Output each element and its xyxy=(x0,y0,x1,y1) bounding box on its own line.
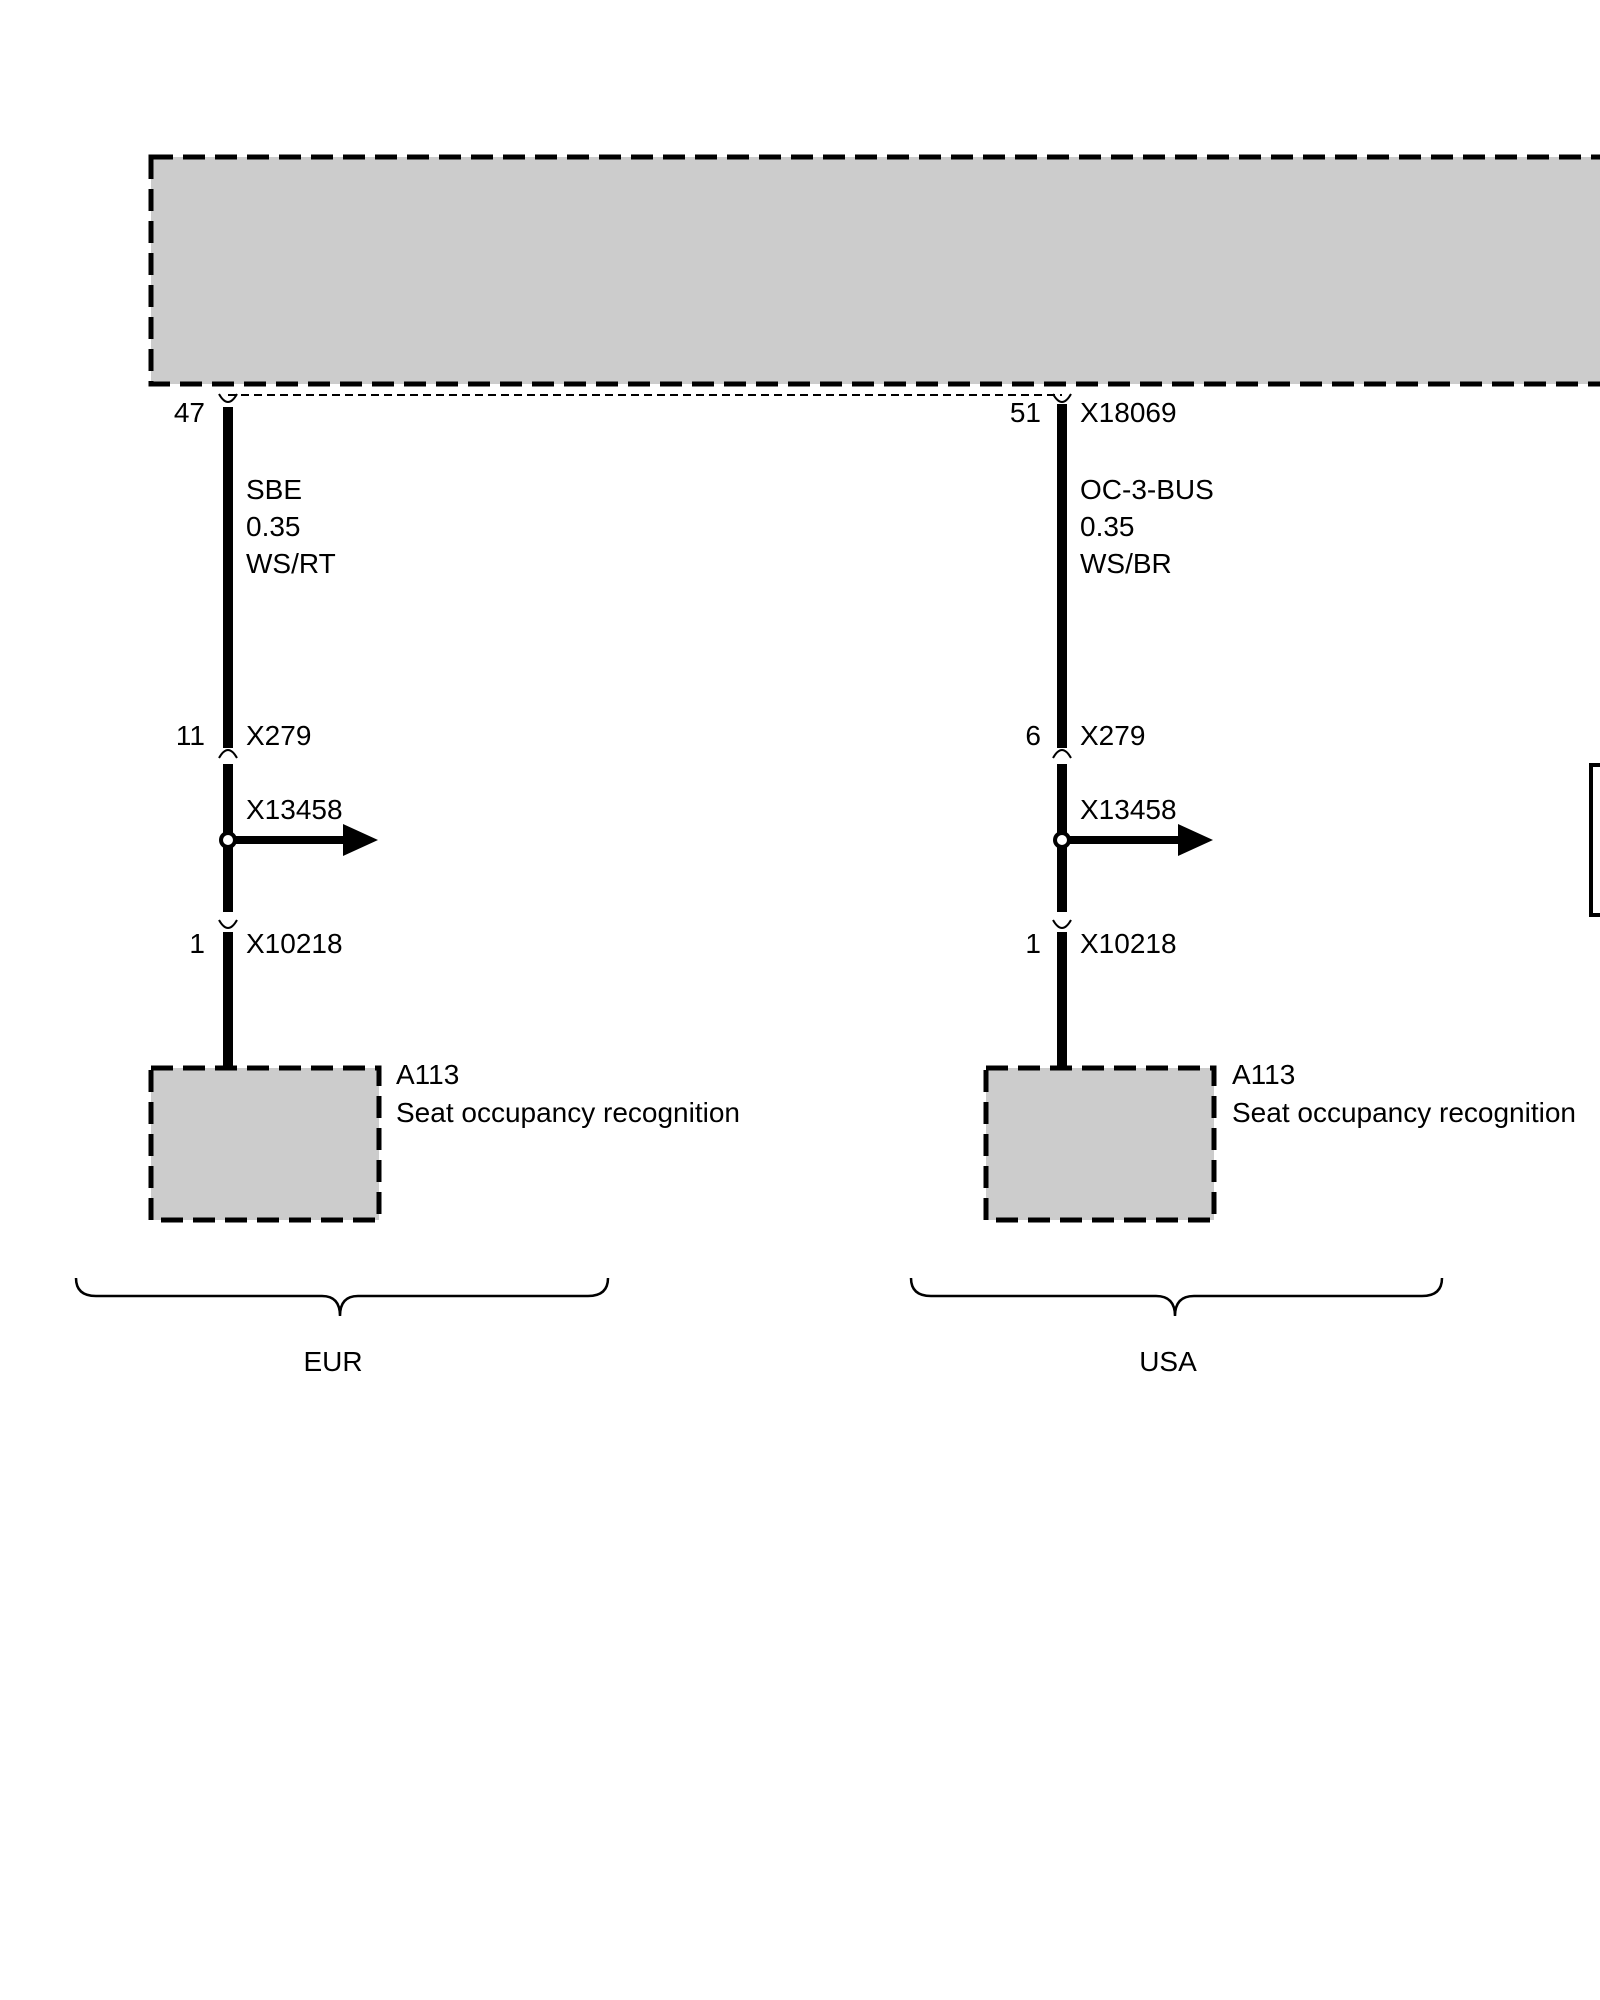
arrow-right-icon xyxy=(1178,824,1213,856)
region-brace xyxy=(74,1277,610,1317)
component-connector-label: X10218 xyxy=(1080,928,1177,959)
splice-dot xyxy=(1053,831,1071,849)
splice-dot xyxy=(219,831,237,849)
region-label: USA xyxy=(1139,1346,1197,1377)
wire-cross-section-label: 0.35 xyxy=(1080,511,1135,542)
component-box xyxy=(983,1065,1217,1223)
circuit-eur: 47 SBE 0.35 WS/RT 11 X279 X13458 1 X1021… xyxy=(74,393,740,1377)
wire-cross-section-label: 0.35 xyxy=(246,511,301,542)
splice-label: X13458 xyxy=(246,794,343,825)
inline-pin-number: 11 xyxy=(176,720,205,751)
region-brace xyxy=(909,1277,1444,1317)
component-name: Seat occupancy recognition xyxy=(1232,1097,1576,1128)
inline-pin-number: 6 xyxy=(1025,720,1041,751)
component-code: A113 xyxy=(396,1059,459,1090)
wire-signal-label: OC-3-BUS xyxy=(1080,474,1214,505)
component-pin-number: 1 xyxy=(189,928,205,959)
control-unit-connector-label: X18069 xyxy=(1080,397,1177,428)
wire-signal-label: SBE xyxy=(246,474,302,505)
inline-connector-label: X279 xyxy=(246,720,311,751)
pin-number-top: 47 xyxy=(174,397,205,428)
arrow-right-icon xyxy=(343,824,378,856)
pin-number-top: 51 xyxy=(1010,397,1041,428)
component-code: A113 xyxy=(1232,1059,1295,1090)
wire-color-label: WS/RT xyxy=(246,548,336,579)
component-box xyxy=(148,1065,382,1223)
wire-color-label: WS/BR xyxy=(1080,548,1172,579)
inline-connector-label: X279 xyxy=(1080,720,1145,751)
circuit-usa: 51 X18069 OC-3-BUS 0.35 WS/BR 6 X279 X13… xyxy=(909,393,1576,1377)
partial-component-box xyxy=(1589,763,1600,917)
control-unit xyxy=(148,154,1600,396)
component-name: Seat occupancy recognition xyxy=(396,1097,740,1128)
splice-label: X13458 xyxy=(1080,794,1177,825)
component-connector-label: X10218 xyxy=(246,928,343,959)
component-pin-number: 1 xyxy=(1025,928,1041,959)
region-label: EUR xyxy=(303,1346,362,1377)
